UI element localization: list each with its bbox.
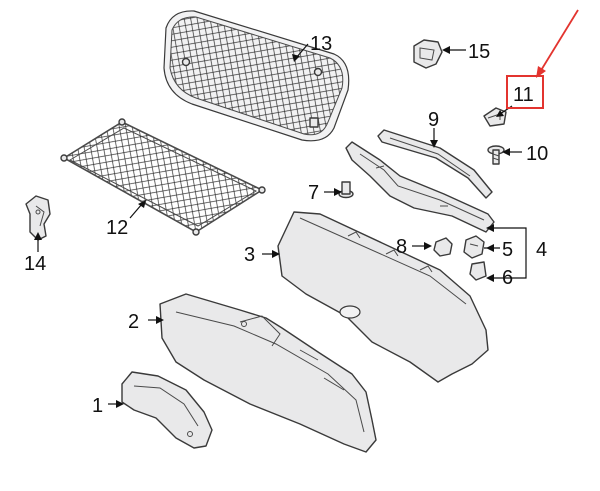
callout-12: 12 [106, 217, 128, 239]
part-12-floor-cargo-net [60, 118, 266, 236]
callout-10: 10 [526, 143, 548, 165]
part-5-clip [463, 235, 485, 259]
callout-3: 3 [244, 244, 255, 266]
callout-11: 11 [513, 84, 534, 106]
callout-13: 13 [310, 33, 332, 55]
part-7-push-pin [338, 181, 354, 199]
part-10-screw [487, 145, 505, 165]
highlight-box [506, 75, 544, 109]
callout-4: 4 [536, 239, 547, 261]
part-14-hook-bracket [25, 195, 51, 241]
part-15-clip [413, 39, 443, 69]
part-3-trunk-trim-panel [277, 211, 489, 383]
callout-14: 14 [24, 253, 46, 275]
callout-1: 1 [92, 395, 103, 417]
callout-8: 8 [396, 236, 407, 258]
leader-lines [34, 43, 527, 408]
highlight-arrow [539, 9, 579, 73]
part-6-clip [469, 261, 487, 281]
part-2-side-trim [159, 293, 377, 453]
callout-6: 6 [502, 267, 513, 289]
callout-15: 15 [468, 41, 490, 63]
callout-2: 2 [128, 311, 139, 333]
part-1-trim-piece [121, 371, 213, 449]
callout-5: 5 [502, 239, 513, 261]
callout-9: 9 [428, 109, 439, 131]
part-13-cargo-net-frame [163, 10, 350, 142]
part-8-retainer [433, 237, 453, 257]
highlight-arrowhead [536, 66, 546, 78]
part-upper-insulator [345, 141, 495, 233]
part-9-trim-strip [377, 129, 493, 199]
callout-7: 7 [308, 182, 319, 204]
part-11-clip [483, 107, 507, 127]
